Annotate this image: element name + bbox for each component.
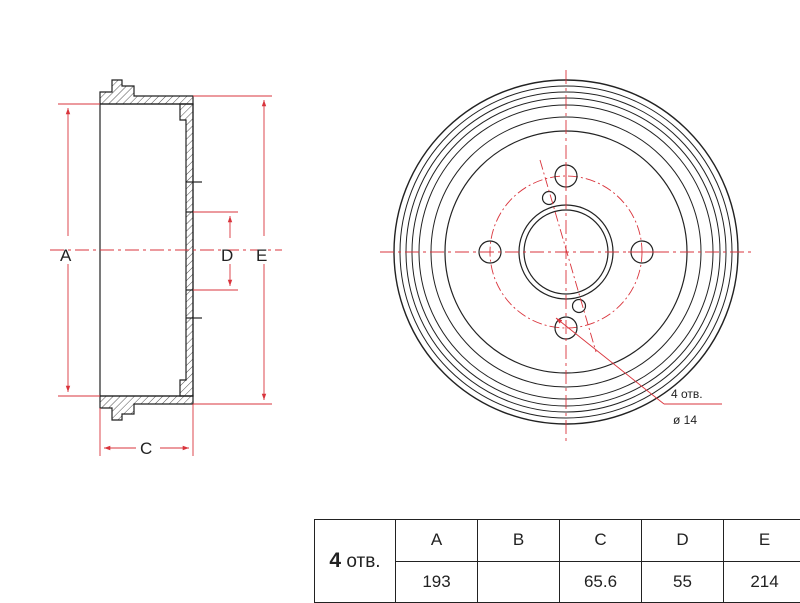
side-view: A E D C [50, 80, 282, 458]
value-a: 193 [396, 561, 478, 603]
dim-label-a: A [60, 246, 72, 265]
header-c: C [560, 520, 642, 562]
value-e: 214 [724, 561, 800, 603]
value-d: 55 [642, 561, 724, 603]
dim-label-c: C [140, 439, 152, 458]
value-b [478, 561, 560, 603]
header-b: B [478, 520, 560, 562]
drum-wall-bottom [100, 396, 193, 420]
header-d: D [642, 520, 724, 562]
header-a: A [396, 520, 478, 562]
holes-unit: отв. [346, 551, 380, 572]
drum-wall-top [100, 80, 193, 104]
dim-label-e: E [256, 246, 267, 265]
hole-callout-count: 4 отв. [671, 387, 703, 401]
holes-cell: 4 отв. [315, 520, 396, 603]
header-e: E [724, 520, 800, 562]
front-centerline-diag [540, 160, 596, 352]
hole-callout-leader [556, 318, 664, 404]
holes-number: 4 [329, 549, 341, 572]
dim-label-d: D [221, 246, 233, 265]
value-c: 65.6 [560, 561, 642, 603]
service-hole-lower [573, 300, 586, 313]
spec-table: 4 отв. A B C D E 193 65.6 55 214 [314, 519, 800, 603]
hole-callout-diameter: ø 14 [673, 413, 697, 427]
table-header-row: 4 отв. A B C D E [315, 520, 800, 562]
service-hole-upper [543, 192, 556, 205]
